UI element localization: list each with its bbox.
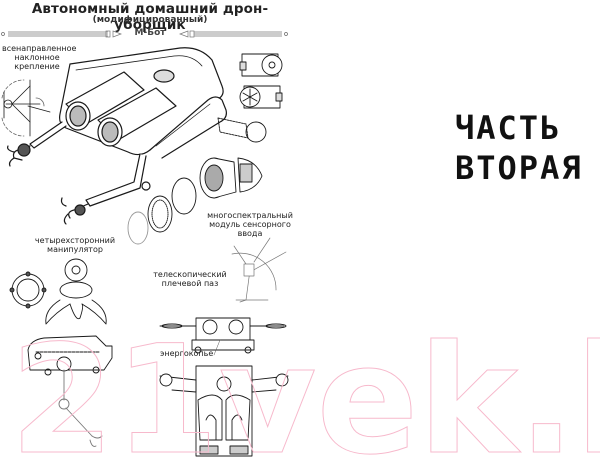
omni-mount-illustration — [1, 79, 51, 137]
drone-arms — [7, 121, 151, 225]
callout-energy-spear: энергокопье — [160, 349, 214, 358]
diagram-title: Автономный домашний дрон-уборщик — [31, 1, 269, 33]
callout-manipulator: четырехсторонний манипулятор — [34, 236, 116, 254]
arm-slot-illustration — [231, 237, 287, 303]
part-heading: ЧАСТЬ ВТОРАЯ — [455, 109, 583, 187]
callout-sensor-module: многоспектральный модуль сенсорного ввод… — [207, 211, 293, 238]
drone-blueprint — [1, 47, 289, 457]
drone-top-view — [159, 317, 287, 354]
callout-arm-slot: телескопический плечевой паз — [153, 270, 227, 288]
callout-omni-mount: всенаправленное наклонное крепление — [2, 44, 77, 71]
drone-body — [59, 47, 227, 159]
model-name: М-Бот — [134, 28, 166, 38]
title-divider — [1, 30, 288, 38]
drone-front-view — [159, 365, 289, 457]
wheel-modules — [217, 53, 283, 143]
manipulator-illustration — [9, 258, 107, 325]
sensor-module-illustration — [127, 157, 263, 245]
drone-side-view — [27, 335, 113, 447]
diagram-subtitle: (модифицированный) — [92, 15, 208, 25]
